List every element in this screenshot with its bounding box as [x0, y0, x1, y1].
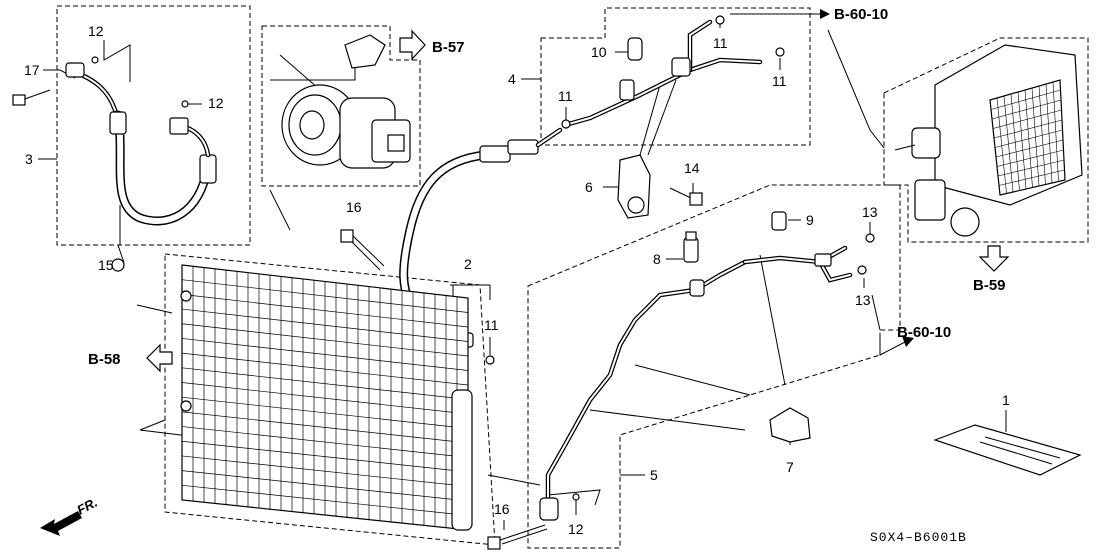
condenser-tube	[181, 294, 469, 328]
callout-11: 11	[772, 73, 787, 89]
nut-15	[111, 258, 125, 272]
condenser-tube	[181, 279, 469, 313]
pipe-assembly-4	[561, 15, 785, 129]
condenser-tube	[181, 382, 469, 415]
condenser-tube	[181, 411, 469, 444]
callout-4: 4	[508, 71, 516, 87]
condenser-tube	[181, 352, 469, 386]
front-arrow-icon	[40, 511, 82, 536]
evaporator-grid-line	[1031, 87, 1040, 187]
bolt-16a	[340, 229, 385, 271]
condenser-tube	[181, 455, 469, 487]
o-ring-11d	[485, 355, 495, 365]
callout-10: 10	[591, 44, 607, 60]
condenser-tube	[181, 323, 469, 357]
condenser-tube	[181, 484, 469, 516]
condenser-tube	[181, 426, 469, 458]
cap-9	[771, 211, 787, 231]
callout-11: 11	[484, 317, 499, 333]
bolt-14	[669, 187, 703, 206]
callout-1: 1	[1002, 392, 1010, 408]
condenser	[180, 264, 473, 531]
callout-11: 11	[558, 88, 573, 104]
pressure-switch-8	[683, 231, 699, 263]
callout-14: 14	[684, 160, 700, 176]
ref-b58: B-58	[88, 351, 121, 368]
evaporator-grid-line	[998, 169, 1065, 186]
callout-5: 5	[650, 467, 658, 483]
callout-12: 12	[88, 23, 104, 39]
callout-17: 17	[24, 62, 40, 78]
condenser-tube	[181, 440, 469, 473]
group-box-3	[56, 5, 251, 246]
evaporator-grid	[990, 81, 1065, 194]
condenser-tube	[181, 308, 469, 342]
reference-arrow-icon	[978, 245, 1010, 272]
group-box-compressor	[261, 25, 421, 187]
callout-8: 8	[653, 251, 661, 267]
ref-b6010-top: B-60-10	[834, 6, 888, 23]
callout-16: 16	[494, 501, 510, 517]
reference-arrow-icon	[879, 335, 906, 356]
reference-arrow-icon	[146, 343, 173, 373]
group-box-5	[527, 184, 901, 549]
bolt-17	[12, 89, 51, 106]
clamp-7	[769, 407, 811, 443]
ref-b6010-mid: B-60-10	[897, 324, 951, 341]
reference-arrow-icon	[902, 336, 914, 347]
callout-13: 13	[855, 292, 871, 308]
condenser-tube	[181, 470, 469, 502]
evaporator-unit	[894, 44, 1083, 237]
compressor	[281, 34, 411, 169]
evaporator-grid-line	[1038, 85, 1046, 185]
callout-12: 12	[208, 95, 224, 111]
condenser-tube	[181, 338, 469, 371]
condenser-fins	[181, 266, 469, 529]
pipe-assembly-5	[539, 233, 875, 521]
callout-12: 12	[568, 521, 584, 537]
label-placard-1	[933, 424, 1082, 476]
reference-labels: B-57 B-60-10 B-60-10 B-58 B-59	[88, 6, 1006, 368]
evaporator-grid-line	[1045, 83, 1053, 184]
callout-16: 16	[346, 199, 362, 215]
bolt-16b	[487, 524, 548, 550]
condenser-tube	[181, 396, 469, 429]
reference-arrow-icon	[399, 29, 426, 61]
callout-11: 11	[713, 35, 728, 51]
condenser-tube	[181, 367, 469, 400]
callout-3: 3	[25, 151, 33, 167]
reference-arrow-icon	[820, 9, 830, 19]
callout-13: 13	[862, 204, 878, 220]
o-ring-12c	[572, 493, 580, 501]
callout-6: 6	[585, 179, 593, 195]
ref-b57: B-57	[432, 39, 465, 56]
callout-2: 2	[464, 256, 472, 272]
callout-15: 15	[98, 257, 114, 273]
diagram-code: S0X4–B6001B	[870, 530, 967, 545]
o-ring-12b	[181, 100, 189, 108]
ref-b59: B-59	[973, 277, 1006, 294]
evaporator-grid-line	[994, 129, 1063, 148]
evaporator-grid-line	[995, 139, 1064, 158]
o-ring-12a	[91, 56, 99, 64]
discharge-hose-3	[65, 62, 217, 226]
bracket-6	[617, 154, 651, 219]
callout-9: 9	[806, 212, 814, 228]
evaporator-grid-line	[997, 159, 1065, 177]
evaporator-grid-line	[1052, 81, 1059, 182]
evaporator-grid-line	[996, 149, 1064, 167]
callout-numbers: 12 17 12 3 15 16 10 4 11 11 11 6 14 2 11…	[24, 23, 1010, 537]
callout-7: 7	[786, 459, 794, 475]
